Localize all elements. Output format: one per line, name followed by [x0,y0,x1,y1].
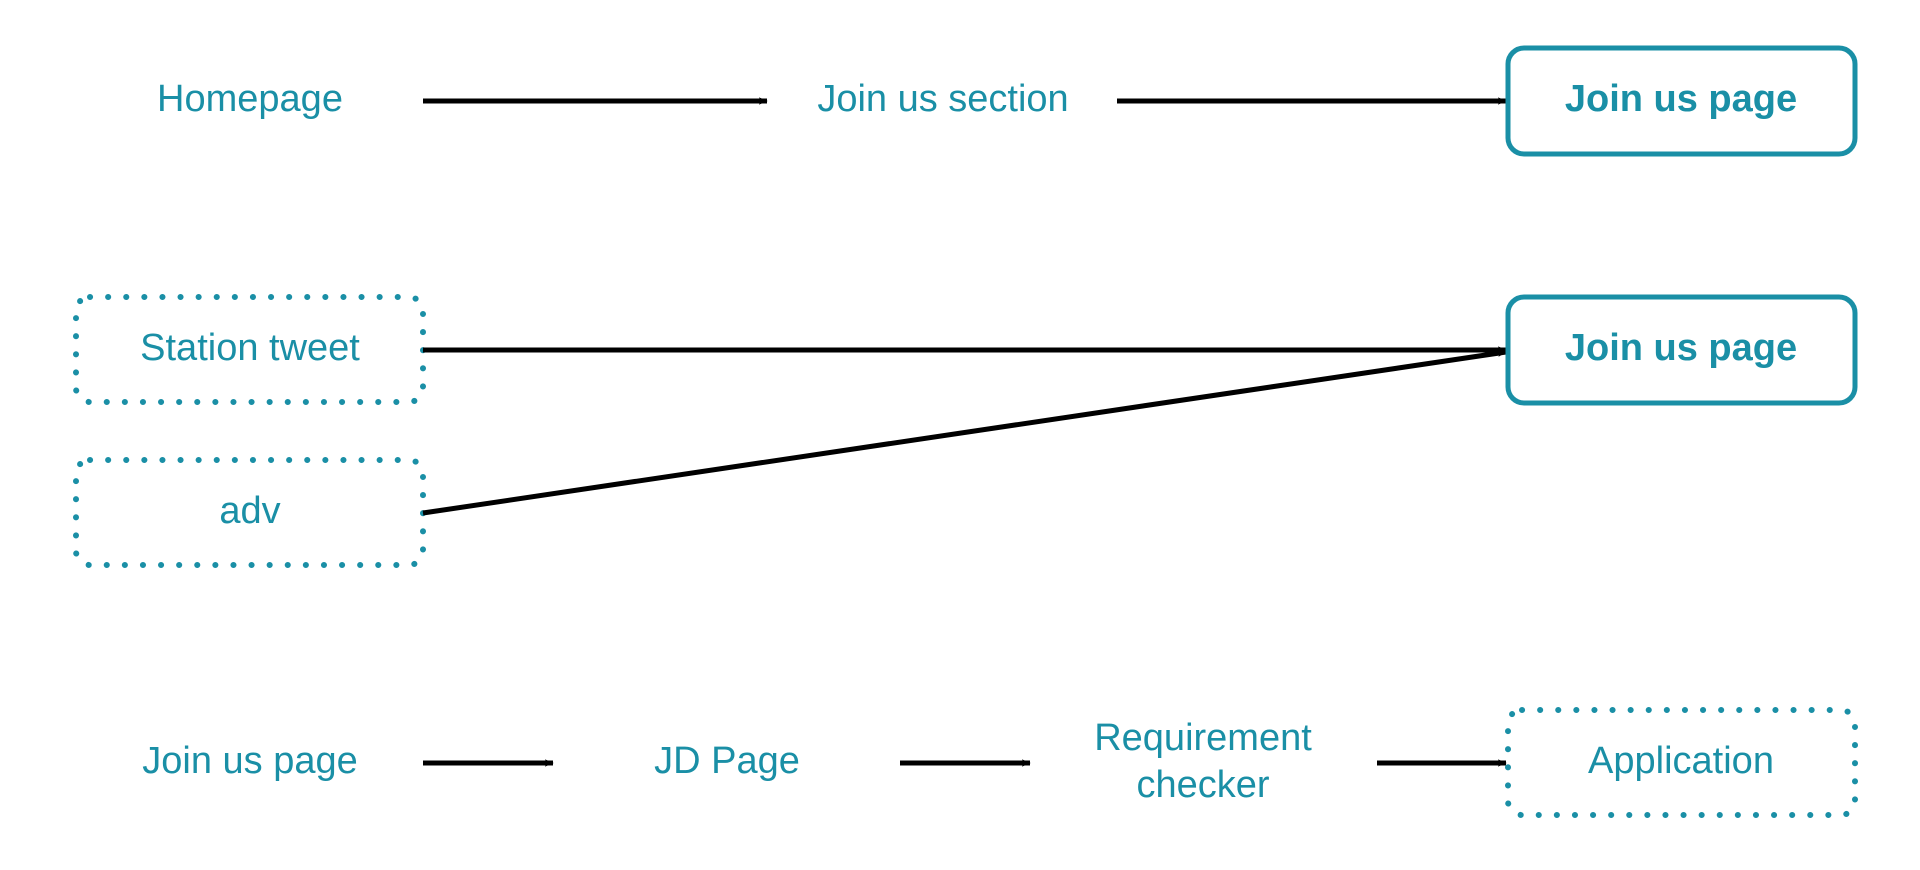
join-us-page-node-box-row1 [1505,45,1858,157]
homepage-node: Homepage [157,78,343,120]
join-us-section-node: Join us section [817,78,1068,120]
requirement-checker-node-line2: checker [1136,764,1269,806]
station-tweet-node: Station tweet [140,327,360,369]
join-us-page-node-box-row2 [1505,294,1858,406]
requirement-checker-node-line1: Requirement [1094,717,1312,759]
application-node: Application [1588,740,1774,782]
edge-adv-to-join-page [422,349,1507,516]
application-node-box [1505,707,1858,818]
join-us-page-node-row1: Join us page [1565,78,1797,120]
join-us-page-node-row3: Join us page [142,740,358,782]
join-us-page-node-row2: Join us page [1565,327,1797,369]
jd-page-node: JD Page [654,740,800,782]
adv-node: adv [219,490,280,532]
